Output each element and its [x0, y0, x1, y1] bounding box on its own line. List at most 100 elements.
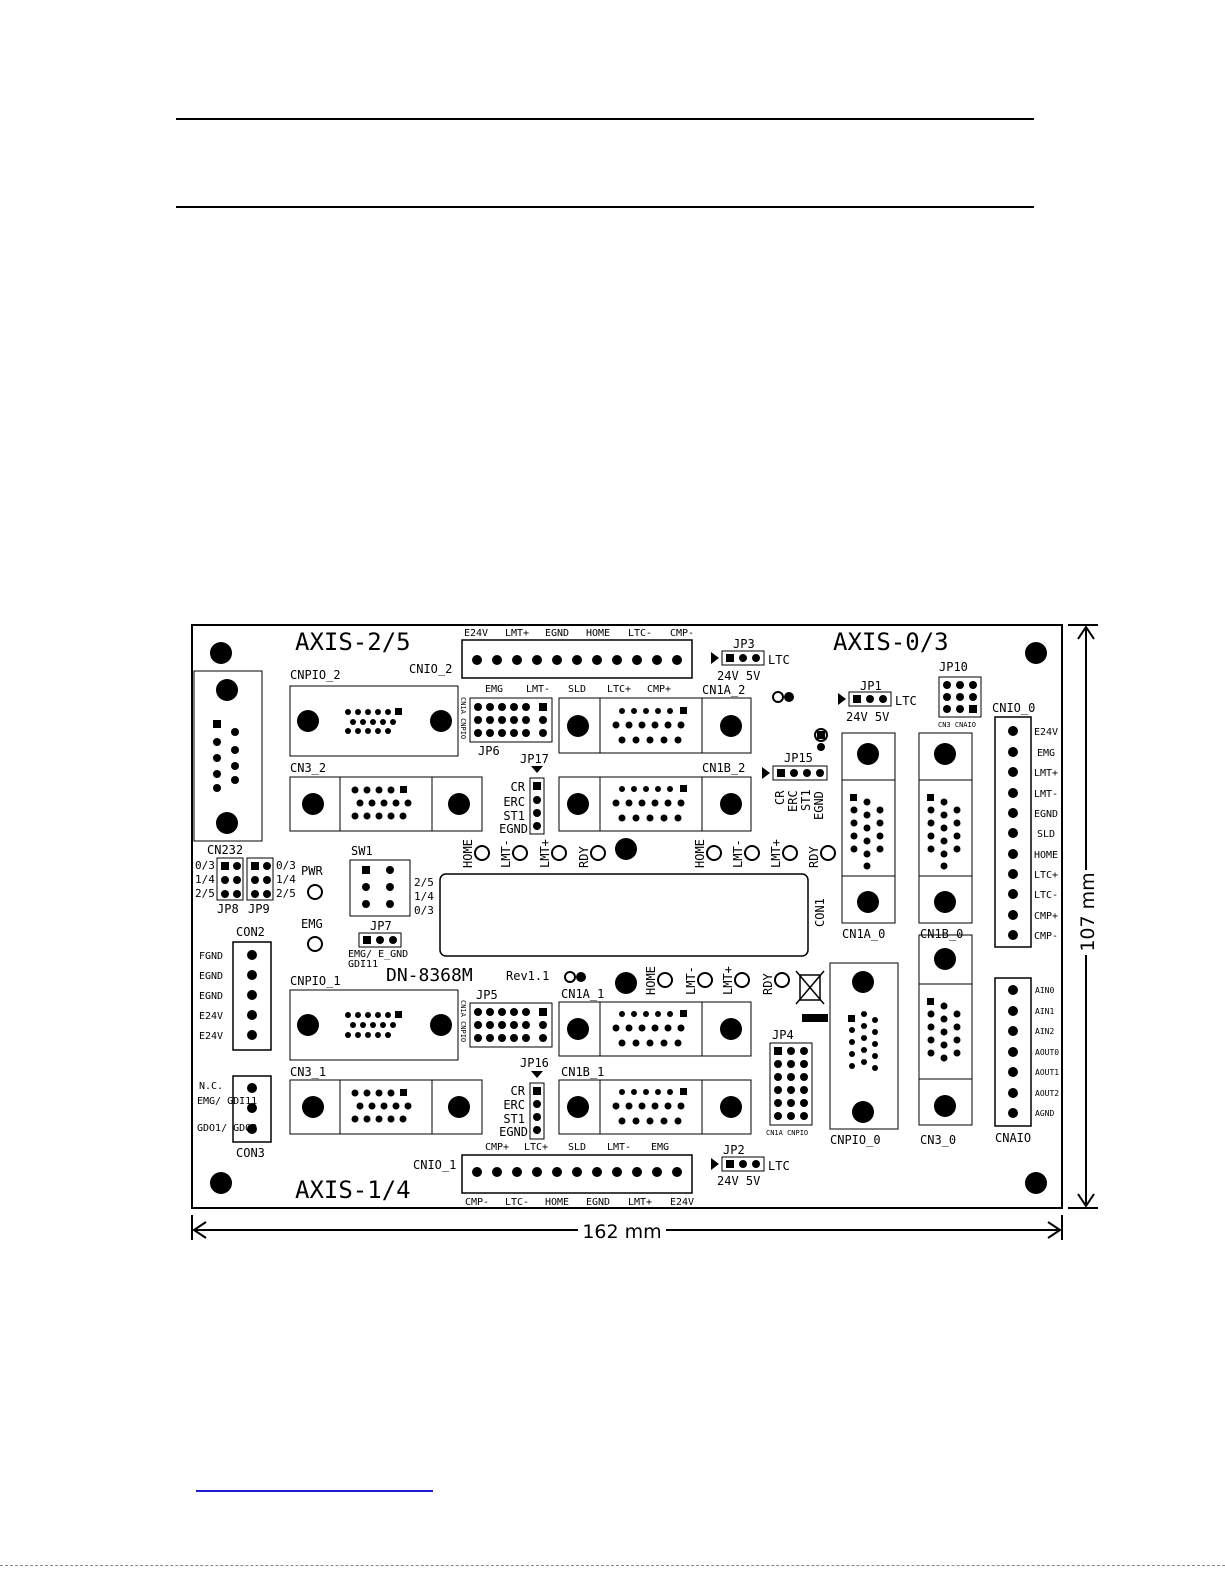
cnio0-label: CNIO_0 — [992, 701, 1035, 715]
pin-label: SLD — [1037, 829, 1055, 840]
sw1-label: SW1 — [351, 844, 373, 858]
pin-label: ERC — [786, 790, 800, 812]
sw1-switch — [349, 859, 411, 917]
pin-label: GDO1/ GDO2 — [197, 1123, 257, 1134]
pin-label: CMP- — [465, 1197, 489, 1208]
cn232-connector — [193, 670, 263, 842]
cn3-1-label: CN3_1 — [290, 1065, 326, 1079]
jp15-label: JP15 — [784, 751, 813, 765]
pin-label: CMP- — [670, 628, 694, 639]
led-label: RDY — [807, 846, 821, 868]
pin-label: AGND — [1035, 1109, 1054, 1118]
cn1b0-connector — [918, 732, 973, 924]
led-label: LMT- — [499, 839, 513, 868]
opt: 2/5 — [276, 887, 296, 900]
led-labels-top: HOME LMT- LMT+ RDY HOME LMT- LMT+ RDY — [461, 839, 821, 868]
emg-label: EMG — [301, 917, 323, 931]
pin-label: EGND — [1034, 809, 1058, 820]
pin-label: EGND — [499, 822, 528, 836]
jp10-sub: CN3 CNAIO — [938, 721, 976, 729]
pwr-label: PWR — [301, 864, 323, 878]
pin-label: LTC- — [628, 628, 652, 639]
pin-label: HOME — [586, 628, 610, 639]
pin-label: EMG — [651, 1142, 669, 1153]
pin-label: E24V — [199, 1011, 223, 1022]
cnio2-label: CNIO_2 — [409, 662, 452, 676]
led-d17 — [772, 691, 794, 703]
jp1-volt: 24V 5V — [846, 710, 889, 724]
cn3-2-label: CN3_2 — [290, 761, 326, 775]
pwr-led — [307, 884, 323, 900]
pin-label: EMG/ GDI11 — [197, 1096, 257, 1107]
pin-label: ST1 — [503, 809, 525, 823]
jp8-jumper — [216, 857, 244, 901]
con3-label: CON3 — [236, 1146, 265, 1160]
pin-label: LTC+ — [1034, 870, 1058, 881]
cnio0-pins: E24V EMG LMT+ LMT- EGND SLD HOME LTC+ LT… — [1034, 727, 1058, 942]
height-label: 107 mm — [1077, 872, 1099, 951]
pin-label: AOUT0 — [1035, 1048, 1059, 1057]
pin-label: LTC- — [505, 1197, 529, 1208]
pin-label: LTC- — [1034, 890, 1058, 901]
jp3-ltc: LTC — [768, 653, 790, 667]
led-label: RDY — [577, 846, 591, 868]
footer-link[interactable] — [196, 1490, 433, 1492]
pin-label: EGND — [199, 991, 223, 1002]
pin-label: SLD — [568, 1142, 586, 1153]
jp1-label: JP1 — [860, 679, 882, 693]
cnio1-top-pins: CMP+ LTC+ SLD LMT- EMG — [485, 1142, 669, 1153]
pin-label: SLD — [568, 684, 586, 695]
jp16-label: JP16 — [520, 1056, 549, 1070]
pin-label: CMP- — [1034, 931, 1058, 942]
pin-label: LMT- — [1034, 789, 1058, 800]
cnaio-pins: AIN0 AIN1 AIN2 AOUT0 AOUT1 AOUT2 AGND — [1035, 986, 1059, 1118]
cnaio-label: CNAIO — [995, 1131, 1031, 1145]
jp3-jumper — [711, 650, 765, 666]
pin-label: N.C. — [199, 1081, 223, 1092]
jp16-pins: CR ERC ST1 EGND — [499, 1084, 528, 1139]
con3-pins: N.C. EMG/ GDI11 GDO1/ GDO2 — [197, 1081, 257, 1134]
pin-label: HOME — [1034, 850, 1058, 861]
led-label: LMT+ — [538, 839, 552, 868]
jp89-options: 0/3 1/4 2/5 0/3 1/4 2/5 — [195, 859, 296, 900]
cn3-0-connector — [918, 934, 973, 1126]
cnaio-terminal — [994, 977, 1032, 1127]
cn1a1-label: CN1A_1 — [561, 987, 604, 1001]
pin-label: LMT- — [607, 1142, 631, 1153]
pin-label: EMG — [1037, 748, 1055, 759]
pin-label: CR — [511, 780, 526, 794]
pin-label: CR — [511, 1084, 526, 1098]
pin-label: LMT+ — [505, 628, 529, 639]
via-hole — [615, 838, 637, 860]
pin-label: EGND — [545, 628, 569, 639]
page-edge — [0, 1565, 1225, 1566]
cnio1-terminal — [461, 1154, 693, 1194]
jp3-label: JP3 — [733, 637, 755, 651]
jp10-jumper — [938, 676, 982, 718]
jp6-side: CN1A CNPIO — [459, 697, 467, 739]
board-outline — [191, 624, 1063, 1209]
opt: 1/4 — [195, 873, 215, 886]
jp17-jumper — [529, 766, 545, 835]
jp2-volt: 24V 5V — [717, 1174, 760, 1188]
cn1a2-connector — [558, 697, 752, 754]
led-row-bottom — [657, 972, 790, 988]
jp2-jumper — [711, 1156, 765, 1172]
opt: 2/5 — [195, 887, 215, 900]
led-row-top — [474, 845, 836, 861]
jp1-ltc: LTC — [895, 694, 917, 708]
cnio2-top-pins: E24V LMT+ EGND HOME LTC- CMP- — [464, 628, 694, 639]
con2-terminal — [232, 941, 272, 1051]
jp2-ltc: LTC — [768, 1159, 790, 1173]
jp15-jumper — [762, 765, 828, 781]
cn1b0-label: CN1B_0 — [920, 927, 963, 941]
led-d16 — [564, 971, 586, 983]
jp9-jumper — [246, 857, 274, 901]
cn1b2-connector — [558, 776, 752, 832]
led-label: RDY — [761, 973, 775, 995]
header-rule-top — [176, 118, 1034, 120]
led-label: LMT- — [731, 839, 745, 868]
led-label: HOME — [461, 839, 475, 868]
jp7-sub1: EMG/ E_GND — [348, 949, 408, 960]
